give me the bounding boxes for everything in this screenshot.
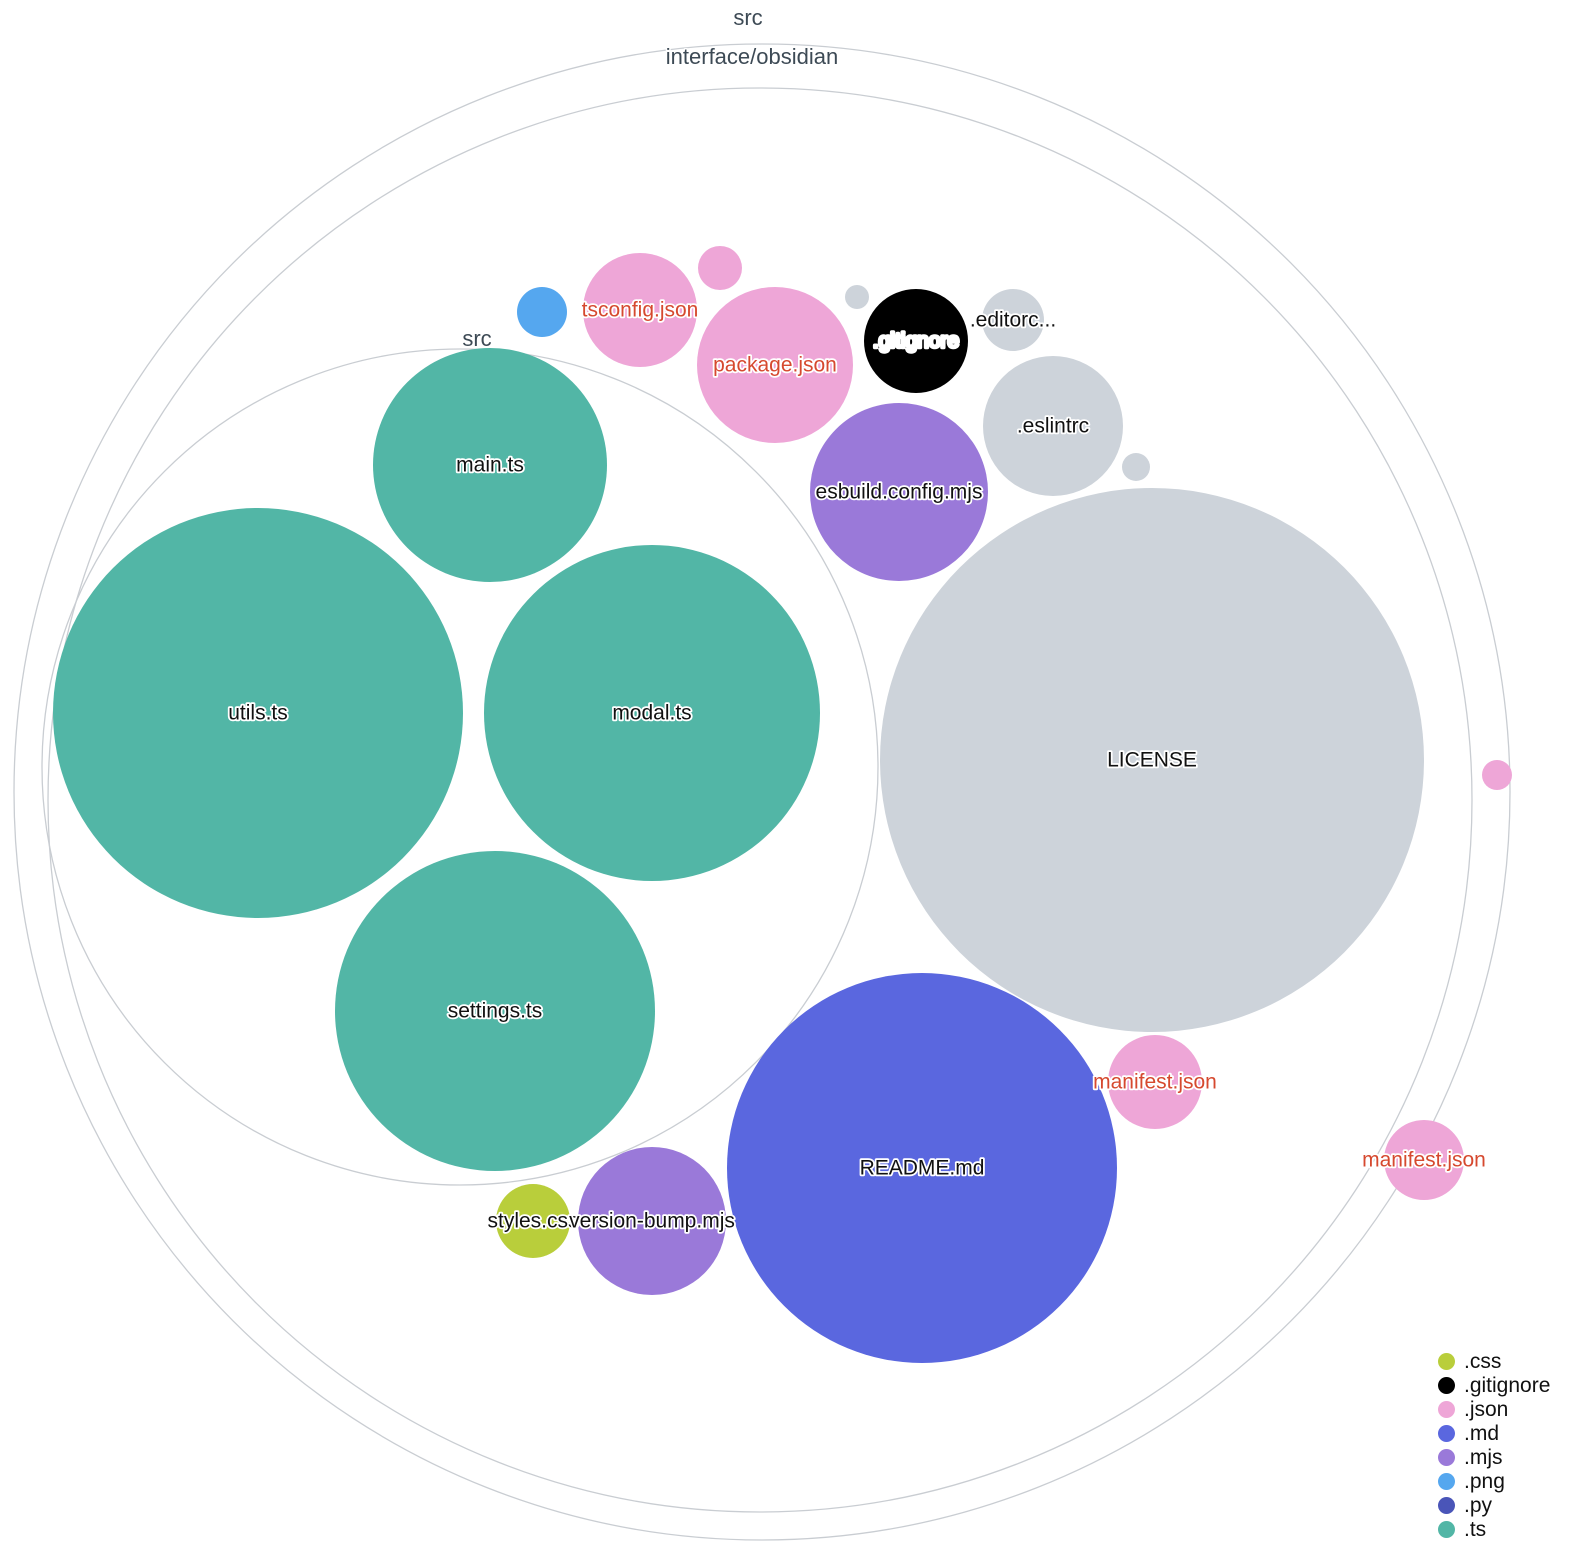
legend-dot-icon (1438, 1401, 1455, 1418)
file-bubble-esbuild-config[interactable] (810, 403, 988, 581)
legend-item-md[interactable]: .md (1438, 1422, 1550, 1445)
file-label-eslintrc: .eslintrc (1017, 415, 1089, 438)
legend-dot-icon (1438, 1521, 1455, 1538)
file-bubble-eslintrc[interactable] (983, 356, 1123, 496)
file-bubble-styles-css[interactable] (496, 1184, 570, 1258)
file-bubble-settings-ts[interactable] (335, 851, 655, 1171)
legend-item-gitignore[interactable]: .gitignore (1438, 1374, 1550, 1397)
legend-item-py[interactable]: .py (1438, 1494, 1550, 1517)
legend-item-css[interactable]: .css (1438, 1350, 1550, 1373)
file-label-modal-ts: modal.ts (612, 702, 691, 725)
file-bubble-json-small-right[interactable] (1482, 760, 1512, 790)
file-bubble-png-file[interactable] (517, 287, 567, 337)
file-bubble-json-small-top[interactable] (698, 246, 742, 290)
file-label-main-ts: main.ts (456, 454, 524, 477)
file-label-tsconfig-json: tsconfig.json (582, 299, 699, 322)
folder-circle-src-inner[interactable] (41, 348, 879, 1186)
file-bubble-package-json[interactable] (697, 287, 853, 443)
file-bubble-version-bump-mjs[interactable] (578, 1147, 726, 1295)
file-bubble-gray-small-1[interactable] (845, 285, 869, 309)
legend-item-json[interactable]: .json (1438, 1398, 1550, 1421)
legend-item-mjs[interactable]: .mjs (1438, 1446, 1550, 1469)
file-bubble-license[interactable] (880, 488, 1424, 1032)
folder-circle-interface-obsidian[interactable] (47, 87, 1473, 1513)
folder-label-src-inner: src (462, 326, 491, 351)
folder-label-src-root: src (733, 5, 762, 30)
legend-label: .py (1464, 1494, 1493, 1517)
file-bubble-tsconfig-json[interactable] (583, 253, 697, 367)
file-label-manifest-json-outer: manifest.json (1362, 1149, 1486, 1172)
file-bubble-modal-ts[interactable] (484, 545, 820, 881)
legend-label: .css (1464, 1350, 1502, 1373)
legend-label: .json (1464, 1398, 1509, 1421)
legend-dot-icon (1438, 1425, 1455, 1442)
file-label-styles-css: styles.css (487, 1210, 578, 1233)
file-label-license: LICENSE (1107, 749, 1197, 772)
file-label-editorconfig: .editorc... (970, 309, 1056, 332)
legend-dot-icon (1438, 1473, 1455, 1490)
legend-label: .ts (1464, 1518, 1487, 1541)
file-bubble-gray-small-2[interactable] (1122, 453, 1150, 481)
legend-label: .mjs (1464, 1446, 1503, 1469)
file-label-readme-md: README.md (860, 1157, 985, 1180)
file-bubble-utils-ts[interactable] (53, 508, 463, 918)
legend-label: .gitignore (1464, 1374, 1551, 1397)
file-label-version-bump-mjs: version-bump.mjs (569, 1210, 735, 1233)
file-label-utils-ts: utils.ts (228, 702, 288, 725)
legend-label: .png (1464, 1470, 1505, 1493)
legend-label: .md (1464, 1422, 1500, 1445)
folder-circle-src-root[interactable] (13, 43, 1511, 1541)
file-bubble-manifest-json-outer[interactable] (1384, 1120, 1464, 1200)
file-label-package-json: package.json (713, 354, 837, 377)
file-bubble-gitignore[interactable] (864, 289, 968, 393)
file-bubble-editorconfig[interactable] (982, 289, 1044, 351)
legend-dot-icon (1438, 1497, 1455, 1514)
legend-item-ts[interactable]: .ts (1438, 1518, 1550, 1541)
file-label-manifest-json: manifest.json (1093, 1071, 1217, 1094)
legend-dot-icon (1438, 1377, 1455, 1394)
legend-dot-icon (1438, 1353, 1455, 1370)
file-label-esbuild-config: esbuild.config.mjs (816, 481, 983, 504)
file-bubble-readme-md[interactable] (727, 973, 1117, 1363)
legend-dot-icon (1438, 1449, 1455, 1466)
file-label-gitignore: .gitignore (873, 330, 959, 353)
file-bubble-main-ts[interactable] (373, 348, 607, 582)
folder-label-interface-obsidian: interface/obsidian (666, 44, 838, 69)
legend-item-png[interactable]: .png (1438, 1470, 1550, 1493)
file-label-settings-ts: settings.ts (448, 1000, 543, 1023)
file-type-legend: .css.gitignore.json.md.mjs.png.py.ts (1438, 1350, 1550, 1541)
file-bubble-manifest-json[interactable] (1108, 1035, 1202, 1129)
